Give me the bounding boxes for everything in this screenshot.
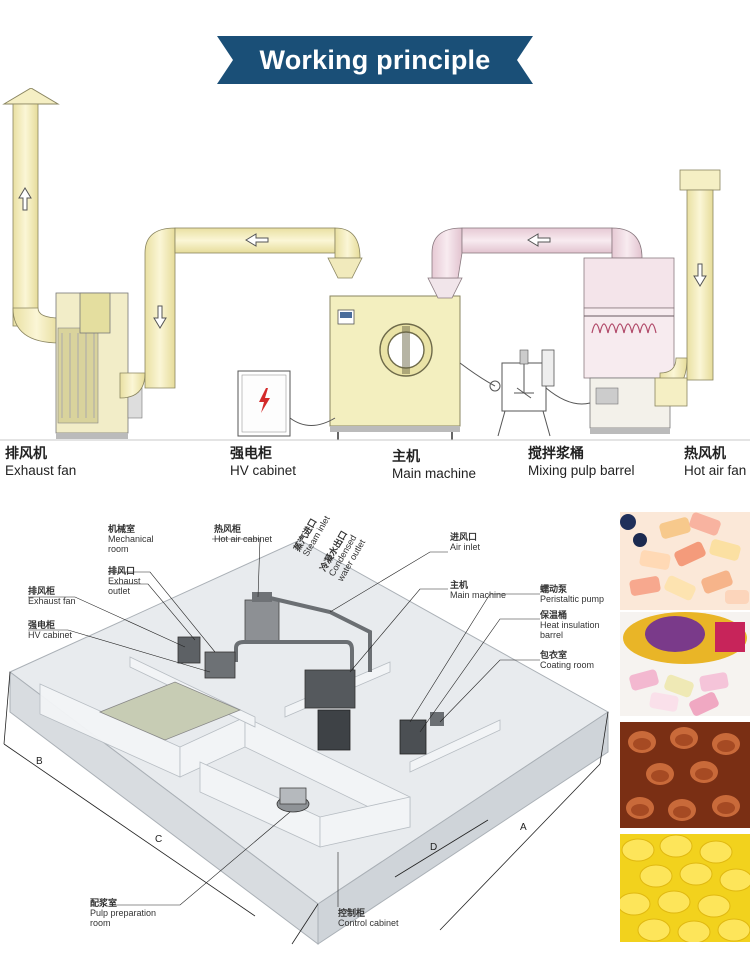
label-zh: 蠕动泵 [540,584,568,594]
label-main-machine-layout: 主机 Main machine [450,580,506,600]
label-en: Main machine [450,590,507,600]
label-exhaust-outlet: 排风口 Exhaust outlet [108,566,141,596]
label-heat-insulation-barrel: 保温桶 Heat insulation barrel [540,610,600,640]
layout-main-machine [304,669,356,751]
layout-steam-pipe [234,596,372,682]
layout-exhaust-fan [177,636,201,664]
label-hot-air-fan: 热风机 Hot air fan [684,445,746,479]
label-hv-cabinet-layout: 强电柜 HV cabinet [28,620,72,640]
label-zh: 机械室 [108,524,136,534]
product-photo-gum-pillows [620,512,750,610]
product-photo-yellow-tablets [620,834,750,942]
page-title: Working principle [259,45,491,75]
layout-pulp-mixer [276,787,310,813]
label-en: Main machine [392,466,477,481]
label-zh: 保温桶 [540,610,568,620]
label-en: Hot air cabinet [214,534,273,544]
label-en: Peristaltic pump [540,594,605,604]
layout-heat-insulation-barrel [399,712,444,755]
label-en: Exhaust [108,576,141,586]
label-en: room [90,918,111,928]
label-air-inlet: 进风口 Air inlet [450,532,480,552]
label-en: Exhaust fan [28,596,76,606]
label-zh: 排风柜 [28,586,56,596]
label-en: HV cabinet [28,630,73,640]
label-en: Pulp preparation [90,908,157,918]
label-en: barrel [540,630,564,640]
dimension-a: A [520,822,527,833]
product-photo-gum-jar [620,612,750,716]
arrow-left-icon [527,233,551,247]
label-main-machine: 主机 Main machine [392,448,476,482]
label-hv-cabinet: 强电柜 HV cabinet [230,445,296,479]
label-zh: 搅拌浆桶 [528,445,584,461]
arrow-down-icon [153,305,167,329]
label-zh: 排风机 [5,445,47,461]
dimension-lines [3,671,609,945]
label-en: outlet [108,586,131,596]
label-en: Coating room [540,660,595,670]
label-en: Hot air fan [684,463,747,478]
hot-air-unit [583,257,675,434]
label-exhaust-fan-layout: 排风柜 Exhaust fan [28,586,76,606]
label-zh: 强电柜 [230,445,272,461]
mixing-pulp-barrel [489,349,555,437]
label-zh: 进风口 [450,532,478,542]
exhaust-fan-unit [55,292,143,439]
label-zh: 配浆室 [90,898,118,908]
label-en: HV cabinet [230,463,297,478]
main-machine [329,295,461,440]
label-zh: 排风口 [108,566,136,576]
label-en: Mixing pulp barrel [528,463,635,478]
layout-mechanical-room-unit [204,651,236,679]
label-pulp-preparation-room: 配浆室 Pulp preparation room [90,898,156,928]
exhaust-stack [2,88,61,344]
dimension-c: C [155,834,162,845]
floor-slab [9,539,609,946]
hot-air-stack [654,169,721,407]
label-en: Mechanical [108,534,154,544]
label-mixing-pulp-barrel: 搅拌浆桶 Mixing pulp barrel [528,445,635,479]
layout-hot-air-cabinet [244,592,280,643]
leader-lines [28,538,540,907]
room-layout-diagram: B C D A [0,512,615,952]
label-en: Control cabinet [338,918,399,928]
label-control-cabinet: 控制柜 Control cabinet [338,908,399,928]
high-voltage-icon [259,388,270,413]
hot-air-duct [427,227,643,299]
label-en: Air inlet [450,542,481,552]
hv-cabinet [237,370,291,437]
label-zh: 强电柜 [28,620,56,630]
exhaust-duct [119,227,363,399]
label-hot-air-cabinet: 热风柜 Hot air cabinet [214,524,272,544]
arrow-up-icon [18,187,32,211]
label-en: room [108,544,129,554]
label-zh: 主机 [392,448,420,464]
label-zh: 热风机 [684,445,726,461]
label-peristaltic-pump: 蠕动泵 Peristaltic pump [540,584,604,604]
label-zh: 热风柜 [214,524,242,534]
dimension-d: D [430,842,437,853]
label-exhaust-fan: 排风机 Exhaust fan [5,445,76,479]
label-zh: 包衣室 [540,650,568,660]
label-coating-room: 包衣室 Coating room [540,650,594,670]
label-en: Exhaust fan [5,463,77,478]
dimension-b: B [36,756,43,767]
process-flow-diagram [0,88,750,441]
arrow-left-icon [245,233,269,247]
product-photo-blister-tablets [620,722,750,828]
label-zh: 主机 [450,580,469,590]
title-banner: Working principle [217,36,533,84]
label-zh: 控制柜 [338,908,366,918]
arrow-down-icon [693,263,707,287]
label-mechanical-room: 机械室 Mechanical room [108,524,154,554]
label-en: Heat insulation [540,620,600,630]
